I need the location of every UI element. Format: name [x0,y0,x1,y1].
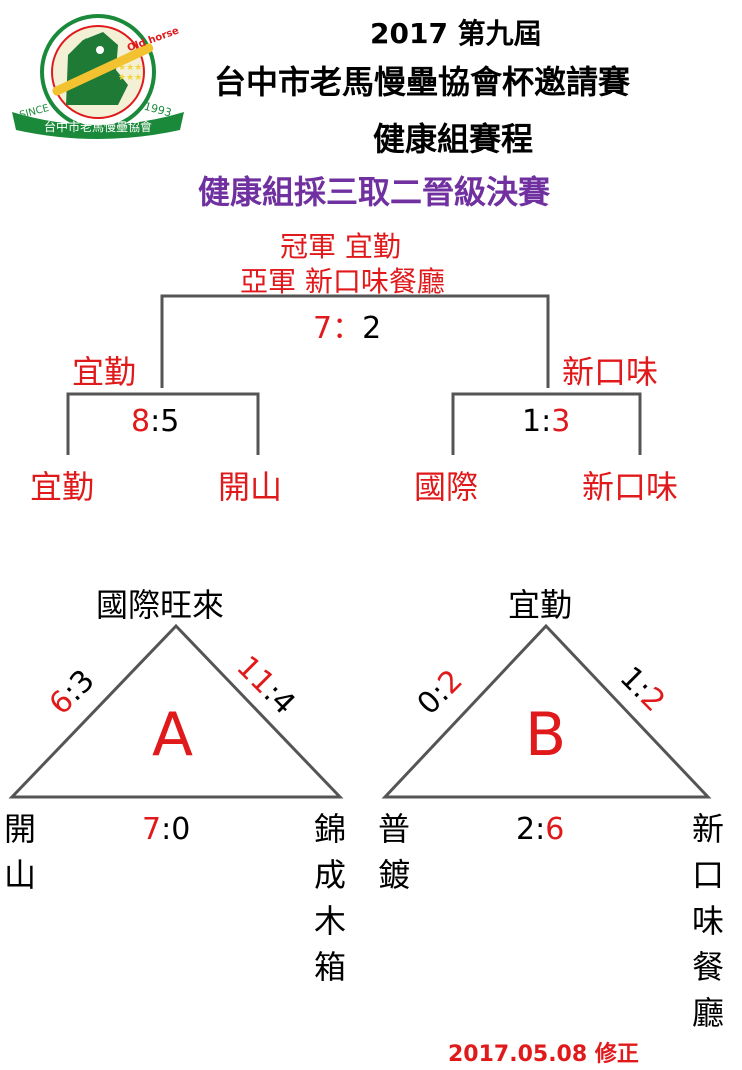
final-score-sep: ： [332,311,363,346]
final-bracket-line [160,294,550,388]
champion-label: 冠軍 宜勤 [280,230,401,263]
semi-right-bracket-line [451,392,642,455]
header-line1: 2017 第九屆 [370,17,542,50]
svg-text:★★★: ★★★ [118,73,142,83]
group-a-triangle [8,623,344,799]
group-b-left-team: 普鍍 [377,810,410,894]
semi-right-winner: 新口味 [562,353,659,391]
semi-left-team-right: 開山 [218,468,283,506]
group-a-bottom-score-a: 7 [142,812,162,847]
group-b-label: B [525,700,567,770]
group-a-right-team: 錦成木箱 [313,810,346,986]
semi-left-score: 8:5 [131,404,179,439]
group-b-triangle [381,623,712,799]
semi-right-team-right: 新口味 [582,468,679,506]
final-score-right: 2 [362,311,382,346]
group-b-bottom-score-b: 6 [545,812,565,847]
group-a-bottom-score-sep: : [161,812,172,847]
group-b-bottom-score: 2:6 [516,812,564,847]
group-b-bottom-score-a: 2 [516,812,536,847]
final-score: 7：2 [313,303,381,347]
semi-right-team-left: 國際 [414,468,479,506]
semi-right-score: 1:3 [522,404,570,439]
semi-left-winner: 宜勤 [72,353,137,391]
group-a-top-team: 國際旺來 [96,586,225,624]
semi-left-team-left: 宜勤 [30,468,95,506]
semi-right-score-left: 1 [522,404,542,439]
group-a-bottom-score-b: 0 [171,812,191,847]
svg-text:★★★: ★★★ [118,63,142,73]
group-a-label: A [152,700,194,770]
group-a-bottom-score: 7:0 [142,812,190,847]
final-score-left: 7 [313,311,333,346]
runner-up-label: 亞軍 新口味餐廳 [240,265,445,298]
semi-left-score-left: 8 [131,404,151,439]
association-logo: ★★★ ★★★ Old horse SINCE 1993 台中市老馬慢壘協會 [8,10,188,144]
semi-left-bracket-line [66,392,260,455]
revision-note: 2017.05.08 修正 [448,1042,639,1067]
group-b-bottom-score-sep: : [535,812,546,847]
group-b-top-team: 宜勤 [508,586,573,624]
semi-right-score-right: 3 [551,404,571,439]
semi-right-score-sep: : [541,404,552,439]
page-subtitle: 健康組採三取二晉級決賽 [198,173,551,211]
semi-left-score-right: 5 [160,404,180,439]
group-b-right-team: 新口味餐廳 [691,810,724,1032]
group-a-left-team: 開山 [3,810,36,894]
header-line3: 健康組賽程 [373,120,534,158]
header-line2: 台中市老馬慢壘協會杯邀請賽 [214,63,631,101]
logo-banner: 台中市老馬慢壘協會 [44,119,152,134]
semi-left-score-sep: : [150,404,161,439]
